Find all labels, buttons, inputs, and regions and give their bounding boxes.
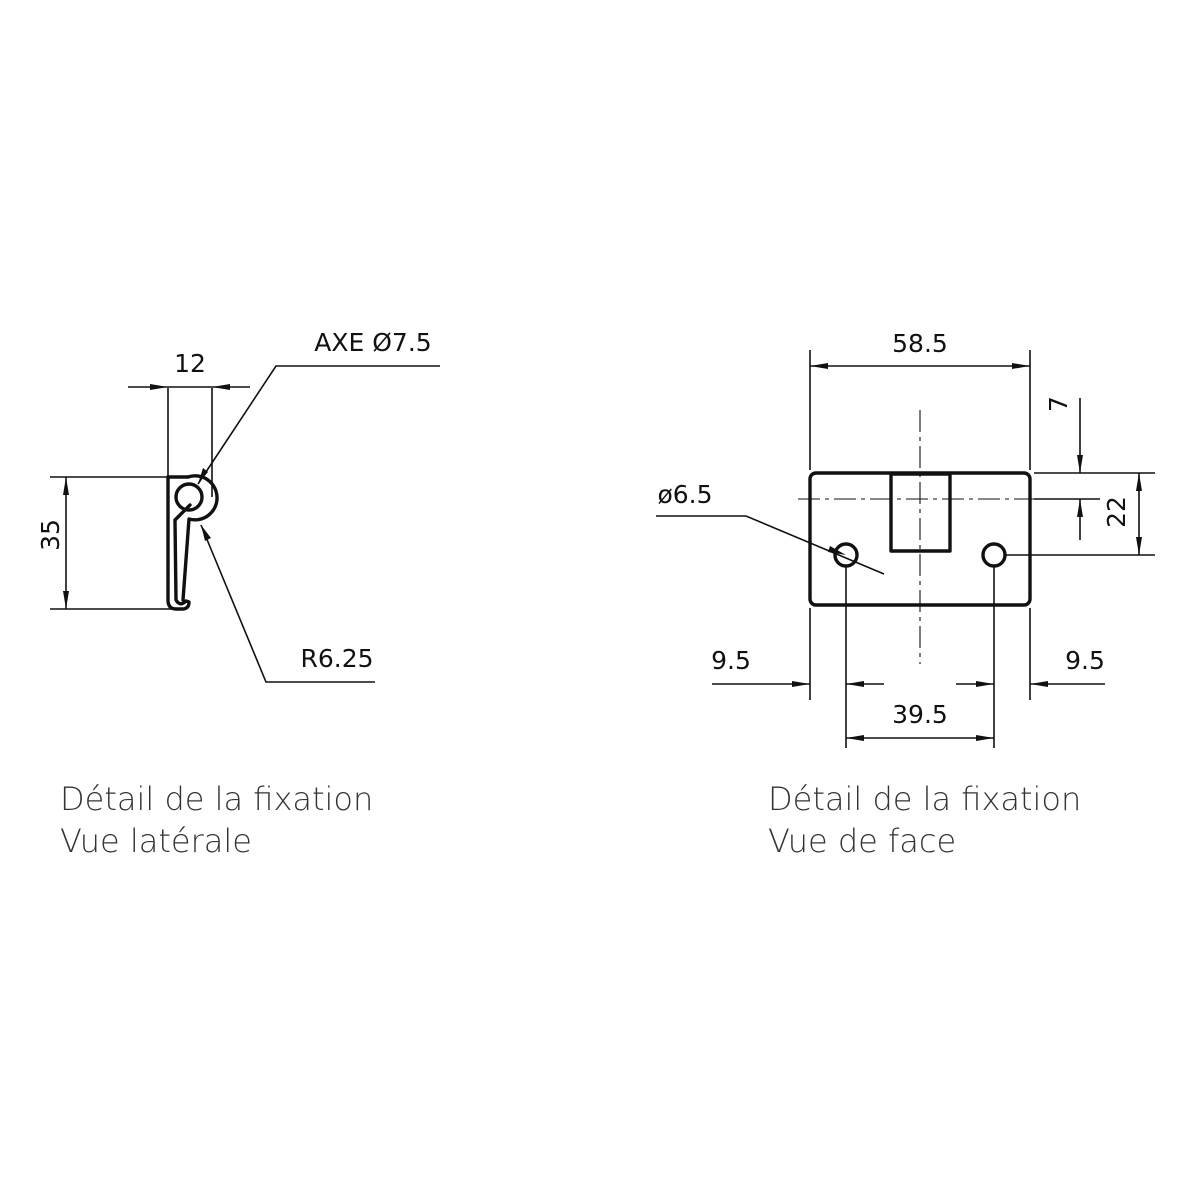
right-hole bbox=[981, 542, 1007, 568]
hole-diameter-label: ø6.5 bbox=[657, 480, 712, 509]
axle-hole bbox=[174, 482, 204, 512]
front-caption-subtitle: Vue de face bbox=[768, 822, 956, 860]
radius-label: R6.25 bbox=[300, 644, 373, 673]
front-dim-height: 22 bbox=[1006, 473, 1155, 556]
front-caption-title: Détail de la fixation bbox=[768, 780, 1081, 818]
dim-right-offset-label: 9.5 bbox=[1065, 646, 1105, 675]
radius-leader: R6.25 bbox=[200, 524, 375, 683]
side-caption-title: Détail de la fixation bbox=[60, 780, 373, 818]
dim-hole-spacing-label: 39.5 bbox=[892, 700, 948, 729]
dim-width-label: 12 bbox=[174, 349, 206, 378]
front-view: 58.5 7 22 ø6.5 bbox=[656, 329, 1155, 860]
front-dim-left-offset: 9.5 bbox=[711, 567, 884, 748]
side-view-profile bbox=[166, 474, 219, 611]
front-dim-top-offset: 7 bbox=[1034, 396, 1155, 540]
front-dim-total-width: 58.5 bbox=[809, 329, 1031, 470]
side-caption-subtitle: Vue latérale bbox=[60, 822, 252, 860]
dim-top-offset-label: 7 bbox=[1044, 396, 1073, 412]
hole-leader: ø6.5 bbox=[656, 480, 885, 575]
front-dim-hole-spacing: 39.5 bbox=[846, 700, 994, 741]
front-dim-right-offset: 9.5 bbox=[956, 567, 1105, 748]
side-view: 12 35 AXE Ø7.5 R6.25 Détail de la fixati… bbox=[36, 328, 440, 860]
dim-height-label: 35 bbox=[36, 519, 65, 551]
dim-height-label-front: 22 bbox=[1102, 496, 1131, 528]
axle-leader: AXE Ø7.5 bbox=[197, 328, 440, 485]
side-dim-width: 12 bbox=[128, 349, 250, 497]
dim-left-offset-label: 9.5 bbox=[711, 646, 751, 675]
dim-total-width-label: 58.5 bbox=[892, 329, 948, 358]
axle-label: AXE Ø7.5 bbox=[314, 328, 431, 357]
left-hole bbox=[833, 542, 859, 568]
square-slot bbox=[889, 472, 952, 553]
side-dim-height: 35 bbox=[36, 476, 172, 610]
